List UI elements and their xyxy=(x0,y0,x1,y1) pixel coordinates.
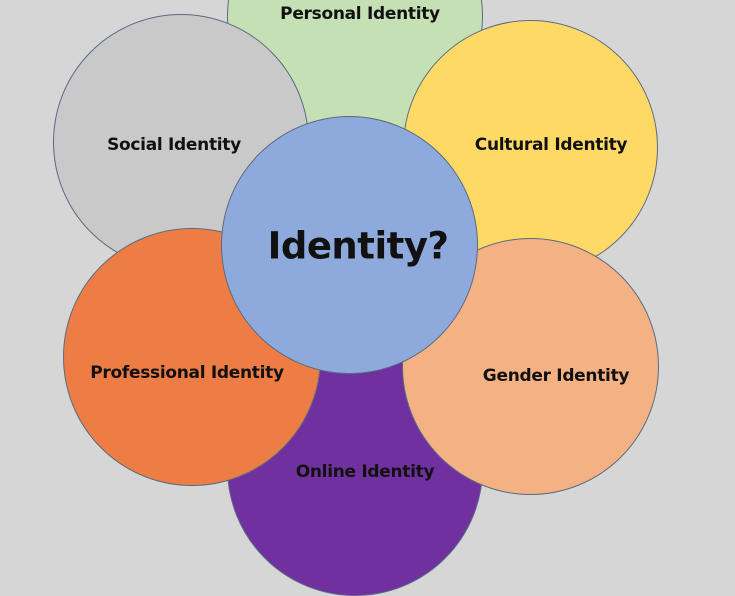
identity-center-label: Identity? xyxy=(267,224,449,268)
professional-identity-label: Professional Identity xyxy=(90,363,284,383)
cultural-identity-label: Cultural Identity xyxy=(474,135,628,155)
personal-identity-label: Personal Identity xyxy=(280,4,440,24)
gender-identity-label: Gender Identity xyxy=(482,366,630,386)
identity-center-circle xyxy=(221,116,478,374)
social-identity-label: Social Identity xyxy=(107,135,241,155)
online-identity-label: Online Identity xyxy=(295,462,435,482)
